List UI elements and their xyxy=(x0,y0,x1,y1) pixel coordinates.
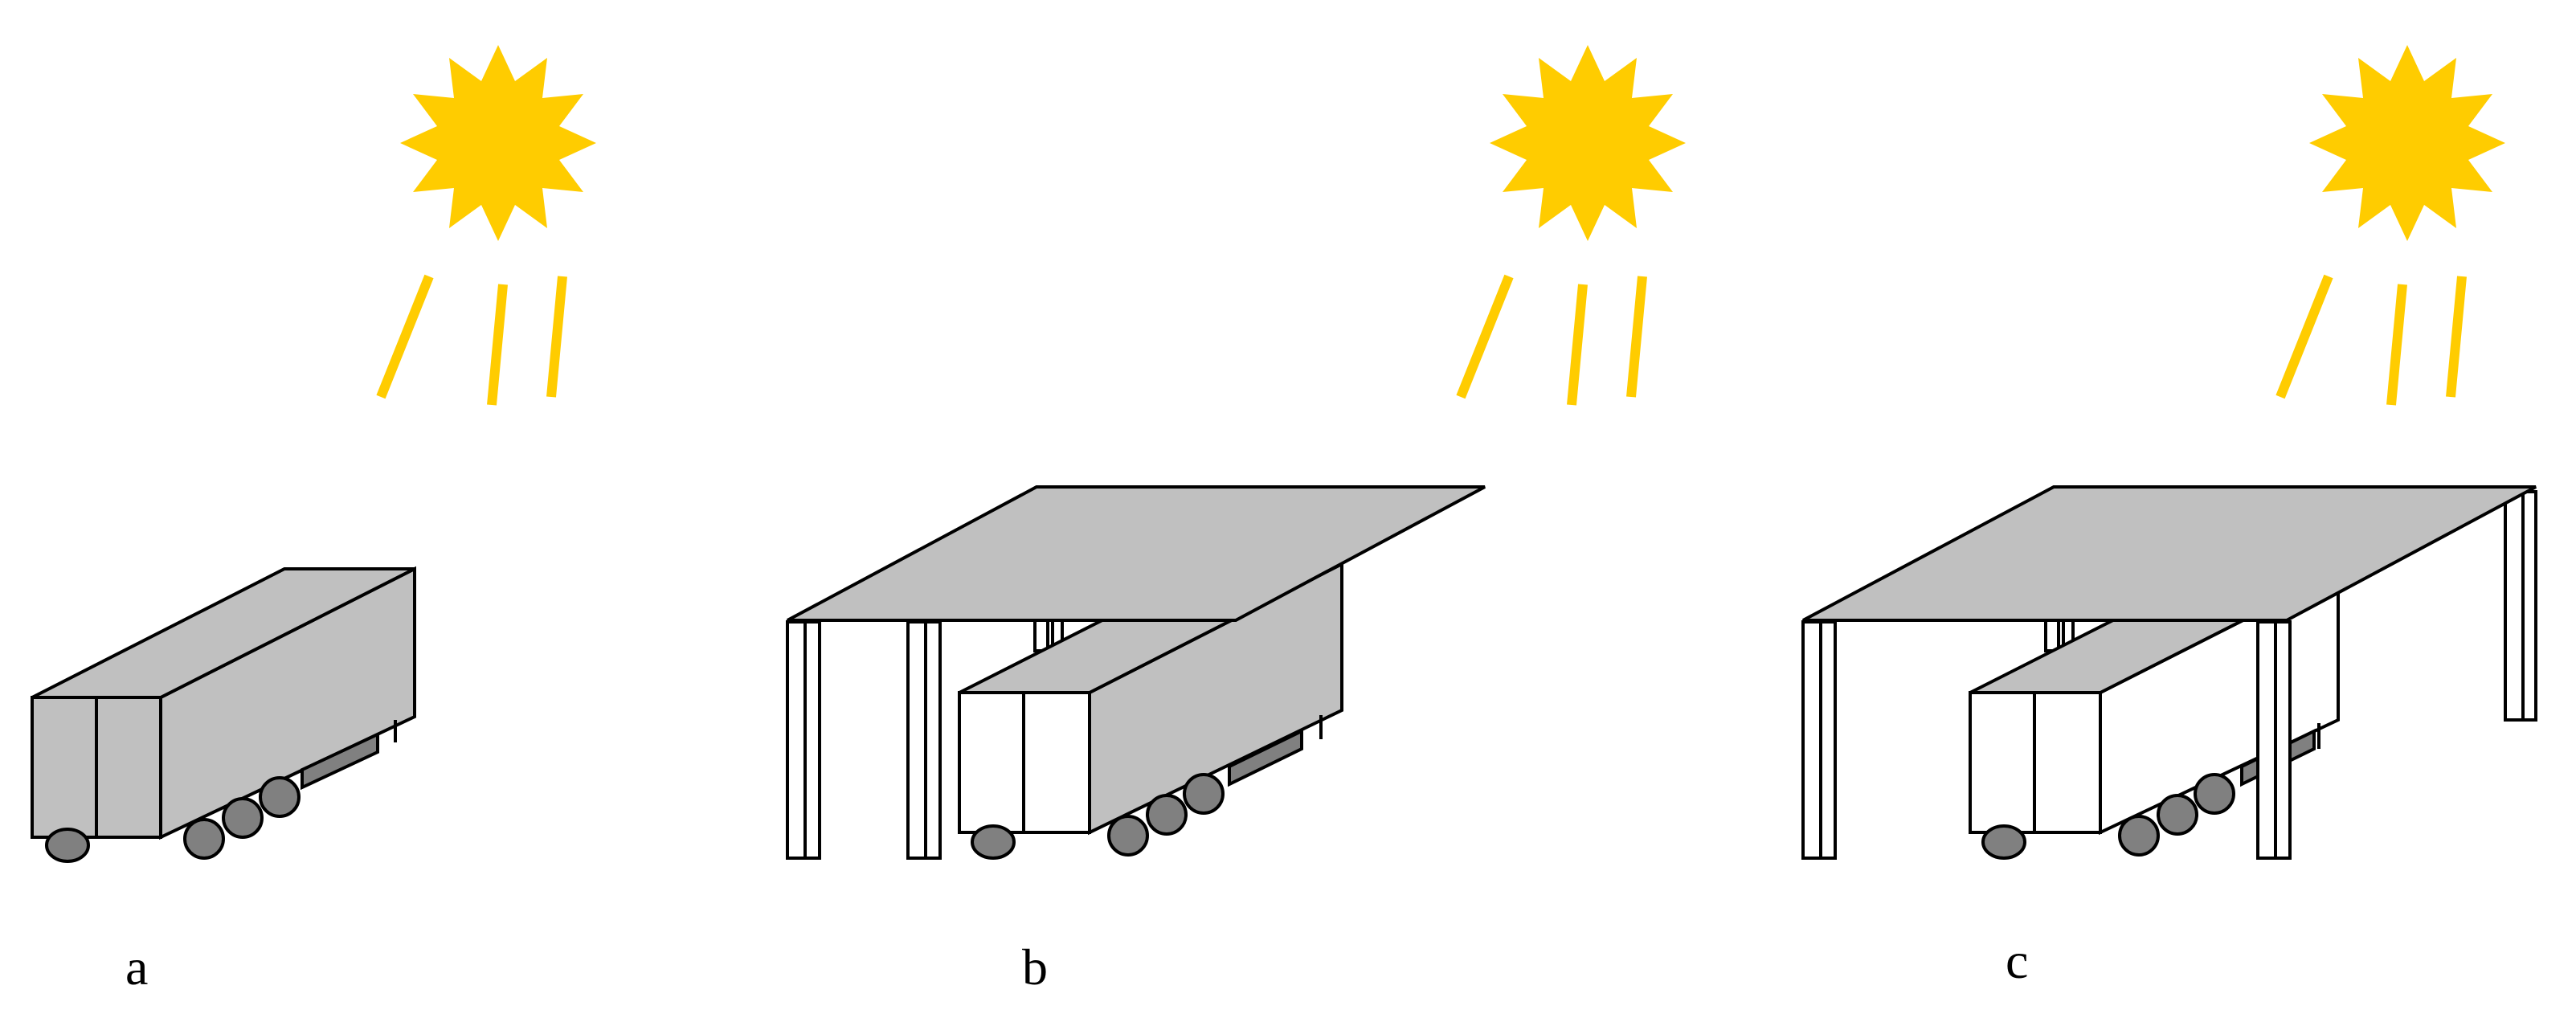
panel-c xyxy=(1801,45,2537,860)
caption-a: a xyxy=(125,938,149,996)
shade-roof-structure xyxy=(1801,485,2537,860)
panel-b xyxy=(786,45,1686,860)
caption-c: c xyxy=(2006,932,2029,989)
panel-a xyxy=(31,45,596,863)
shade-roof xyxy=(1802,485,2537,622)
truck-trailer xyxy=(958,561,1343,860)
shade-roof xyxy=(787,485,1486,622)
shade-roof-structure xyxy=(786,485,1486,860)
sun-icon xyxy=(2280,45,2505,405)
caption-b: b xyxy=(1022,938,1048,996)
truck-trailer xyxy=(31,566,416,863)
sun-icon xyxy=(1461,45,1686,405)
sun-icon xyxy=(381,45,596,405)
